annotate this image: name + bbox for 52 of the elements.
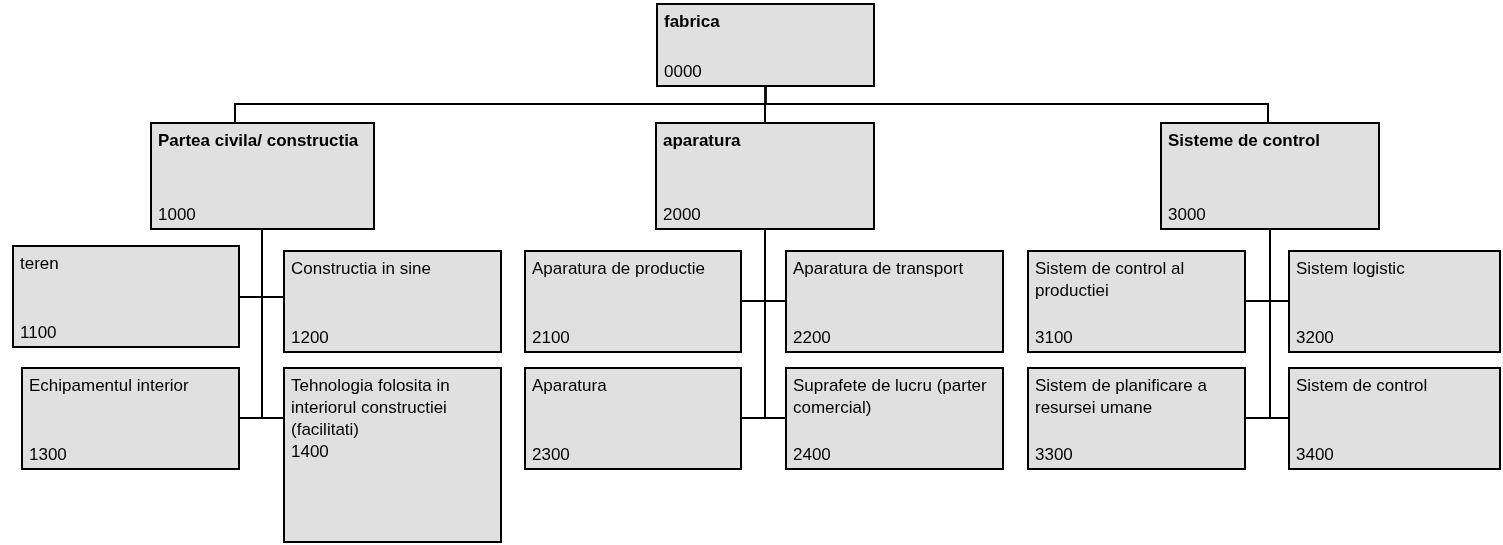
box-title: Partea civila/ constructia [158,130,360,152]
org-box [1160,122,1380,230]
org-box [283,250,502,353]
org-box [524,250,742,353]
box-title: Aparatura [532,375,608,397]
org-box [150,122,375,230]
box-title: teren [20,253,60,275]
box-code: 3000 [1168,204,1207,226]
org-box [785,367,1004,470]
connector-line [764,229,786,419]
box-title: Tehnologia folosita in interiorul constructiei (facilitati) [291,375,451,441]
box-code: 1200 [291,327,330,349]
box-title: aparatura [663,130,742,152]
box-code: 2100 [532,327,571,349]
box-title: fabrica [664,11,721,33]
box-code: 2200 [793,327,832,349]
org-box [21,367,240,470]
org-box [785,250,1004,353]
org-box [12,245,240,348]
box-title: Sisteme de control [1168,130,1322,152]
org-box [524,367,742,470]
box-title: Sistem de control [1296,375,1429,397]
connector-line [764,86,1269,123]
box-code: 1400 [291,441,330,463]
box-title: Sistem de control al productiei [1035,258,1186,302]
box-code: 1300 [29,444,68,466]
connector-line [1269,229,1289,419]
org-box [1288,250,1501,353]
box-code: 3200 [1296,327,1335,349]
box-code: 1000 [158,204,197,226]
box-code: 1100 [20,322,58,344]
org-box [283,367,502,543]
box-code: 3400 [1296,444,1335,466]
box-code: 2300 [532,444,571,466]
box-title: Sistem de planificare a resursei umane [1035,375,1208,419]
box-title: Echipamentul interior [29,375,190,397]
org-box [656,3,875,87]
box-title: Suprafete de lucru (parter comercial) [793,375,988,419]
box-code: 0000 [664,61,703,83]
box-title: Constructia in sine [291,258,432,280]
box-title: Sistem logistic [1296,258,1406,280]
org-box [1288,367,1501,470]
org-box [655,122,875,230]
box-code: 2000 [663,204,702,226]
box-title: Aparatura de productie [532,258,706,280]
connector-line [261,229,284,419]
box-code: 2400 [793,444,832,466]
box-code: 3300 [1035,444,1074,466]
org-box [1027,367,1246,470]
box-code: 3100 [1035,327,1074,349]
org-box [1027,250,1246,353]
box-title: Aparatura de transport [793,258,965,280]
